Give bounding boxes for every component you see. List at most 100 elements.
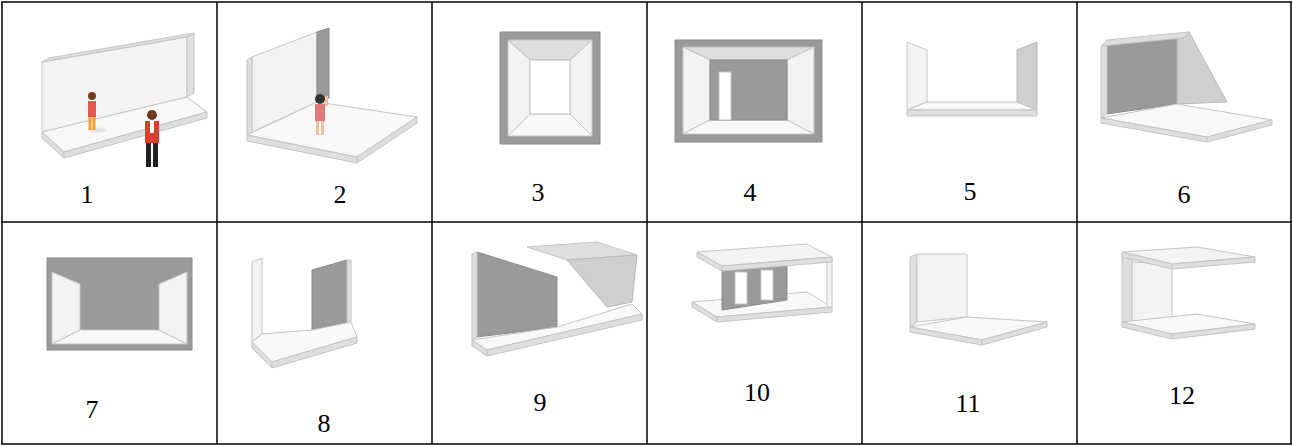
corner-wall-illustration-part xyxy=(357,117,417,163)
long-wall-illustration-part xyxy=(42,33,194,62)
split-roof-illustration-part xyxy=(487,314,642,356)
long-wall-illustration-part xyxy=(150,121,154,133)
long-wall-illustration-part xyxy=(42,132,64,158)
u-shape-illustration xyxy=(907,42,1037,116)
single-wall-illustration-part xyxy=(910,327,982,345)
two-slab-illustration-part xyxy=(827,257,832,307)
square-frame-illustration xyxy=(500,32,600,144)
square-frame-illustration-part xyxy=(508,114,592,136)
callout-number: 4 xyxy=(744,180,757,206)
u-shape-illustration-part xyxy=(907,110,1037,116)
callout-number: 8 xyxy=(318,411,331,437)
two-wall-corner-illustration-part xyxy=(312,260,347,330)
callout-number: 2 xyxy=(334,182,347,208)
split-roof-illustration-part xyxy=(472,340,487,356)
callout-number: 11 xyxy=(955,391,980,417)
split-roof-illustration-part xyxy=(472,304,642,350)
room-with-door-illustration-part xyxy=(787,47,814,134)
angled-wall-illustration-part xyxy=(1101,32,1189,46)
corner-wall-illustration-part xyxy=(247,57,252,135)
open-room-illustration-part xyxy=(52,330,187,344)
open-room-illustration-part xyxy=(47,258,192,350)
split-roof-illustration-part xyxy=(567,255,637,307)
callout-number: 1 xyxy=(81,182,94,208)
angled-wall-illustration-part xyxy=(1207,120,1272,142)
callout-number: 7 xyxy=(86,397,99,423)
c-shape-illustration-part xyxy=(1122,322,1172,339)
split-roof-illustration xyxy=(472,242,642,356)
single-wall-illustration-part xyxy=(910,254,917,327)
two-wall-corner-illustration-part xyxy=(272,337,357,368)
angled-wall-illustration-part xyxy=(1107,36,1177,114)
corner-wall-illustration-part xyxy=(321,121,324,135)
angled-wall-illustration xyxy=(1101,32,1272,142)
table-grid-part xyxy=(861,2,863,444)
long-wall-illustration-part xyxy=(93,117,96,130)
two-slab-illustration-part xyxy=(761,270,773,300)
table-grid-part xyxy=(1,2,3,444)
c-shape-illustration-part xyxy=(1122,254,1132,326)
two-slab-illustration-part xyxy=(697,252,722,271)
two-slab-illustration-part xyxy=(735,272,747,304)
corner-wall-illustration-part xyxy=(247,102,417,157)
corner-wall-illustration xyxy=(247,28,417,163)
corner-wall-illustration-part xyxy=(317,28,329,102)
long-wall-illustration-part xyxy=(146,143,151,167)
angled-wall-illustration-part xyxy=(1101,42,1107,118)
callout-number: 3 xyxy=(532,180,545,206)
single-wall-illustration-part xyxy=(917,254,967,322)
two-slab-illustration-part xyxy=(722,257,832,271)
two-wall-corner-illustration-part xyxy=(252,342,272,368)
long-wall-illustration-part xyxy=(64,112,207,158)
table-grid-part xyxy=(1290,2,1292,444)
long-wall-illustration xyxy=(42,33,207,167)
square-frame-illustration-part xyxy=(530,60,570,114)
single-wall-illustration-part xyxy=(982,322,1047,345)
long-wall-illustration-part xyxy=(153,143,158,167)
corner-wall-illustration-part xyxy=(315,94,325,104)
two-wall-corner-illustration xyxy=(252,258,357,368)
callout-number: 10 xyxy=(744,380,770,406)
u-shape-illustration-part xyxy=(907,102,1037,110)
table-grid-part xyxy=(646,2,648,444)
long-wall-illustration-part xyxy=(88,101,96,117)
callout-number: 12 xyxy=(1169,383,1195,409)
callout-number: 6 xyxy=(1178,182,1191,208)
single-wall-illustration xyxy=(910,254,1047,345)
two-slab-illustration-part xyxy=(692,302,717,322)
two-wall-corner-illustration-part xyxy=(347,260,351,322)
long-wall-illustration-part xyxy=(89,117,92,130)
long-wall-illustration-part xyxy=(145,121,159,143)
c-shape-illustration-part xyxy=(1172,324,1255,339)
corner-wall-illustration-part xyxy=(316,121,319,135)
long-wall-illustration-part xyxy=(147,110,157,120)
c-shape-illustration-part xyxy=(1172,257,1255,269)
u-shape-illustration-part xyxy=(1017,42,1037,110)
callout-number: 9 xyxy=(534,390,547,416)
table-grid-part xyxy=(216,2,218,444)
open-room-illustration xyxy=(47,258,192,350)
u-shape-illustration-part xyxy=(907,42,927,110)
callout-number: 5 xyxy=(964,179,977,205)
long-wall-illustration-part xyxy=(88,92,96,100)
room-with-door-illustration-part xyxy=(683,47,710,134)
two-slab-illustration-part xyxy=(717,307,832,322)
corner-wall-illustration-part xyxy=(247,135,357,163)
c-shape-illustration-part xyxy=(1122,252,1172,269)
corner-wall-illustration-part xyxy=(315,104,325,121)
square-frame-illustration-part xyxy=(500,32,600,144)
angled-wall-illustration-part xyxy=(1101,118,1207,142)
corner-wall-illustration-part xyxy=(325,96,328,106)
two-wall-corner-illustration-part xyxy=(252,258,262,342)
table-grid-part xyxy=(1076,2,1078,444)
split-roof-illustration-part xyxy=(477,252,557,337)
table-grid-part xyxy=(431,2,433,444)
room-with-door-illustration-part xyxy=(683,120,814,134)
c-shape-illustration xyxy=(1122,247,1255,339)
two-slab-illustration xyxy=(692,244,832,322)
room-with-door-illustration-part xyxy=(719,72,731,120)
